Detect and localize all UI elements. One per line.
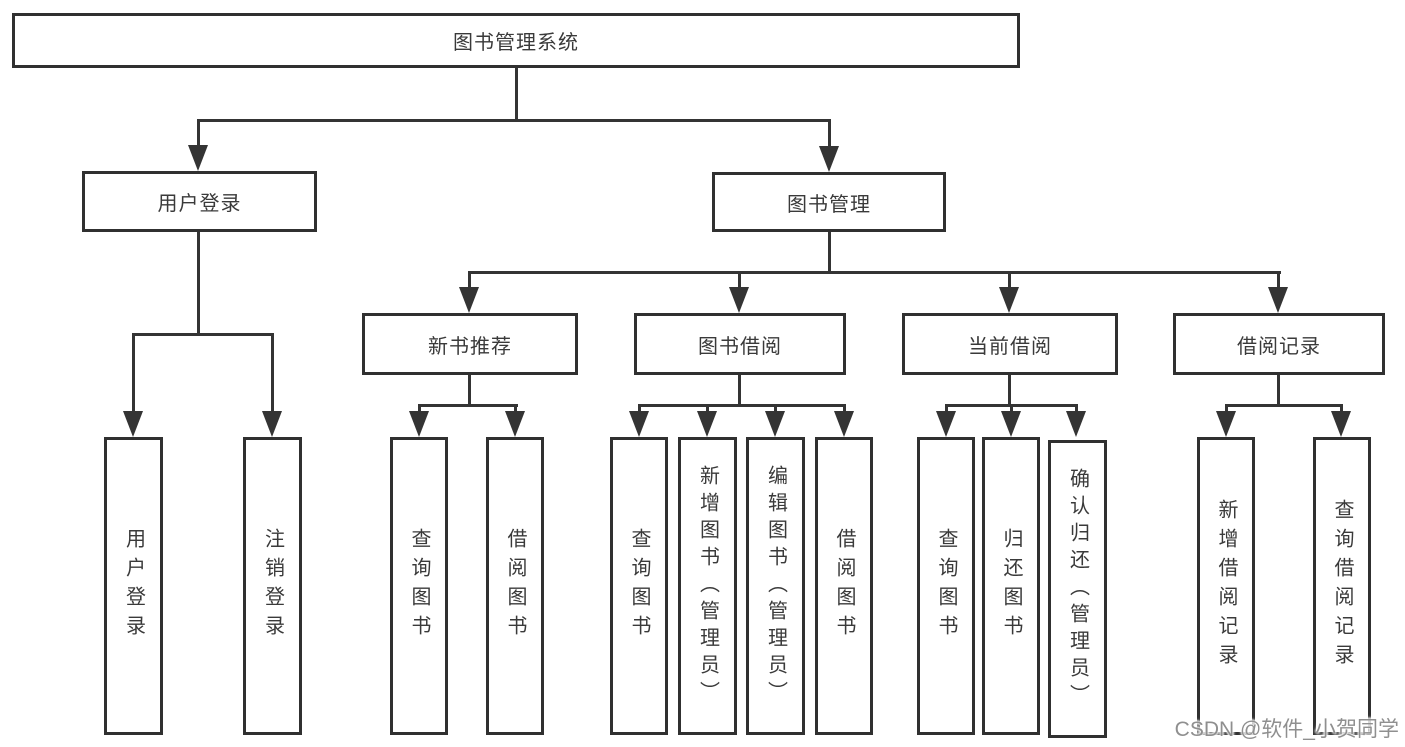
node-root-book-management-system: 图书管理系统 <box>12 13 1020 68</box>
leaf-query-books: 查询图书 <box>917 437 975 735</box>
leaf-add-borrow-record: 新增借阅记录 <box>1197 437 1255 735</box>
connector-root-stub <box>515 68 518 122</box>
connector-stub <box>1277 375 1280 407</box>
connector-drop <box>468 271 471 289</box>
connector-user-login-drop <box>197 119 200 147</box>
leaf-return-books: 归还图书 <box>982 437 1040 735</box>
arrow-down-icon <box>188 145 208 171</box>
arrow-down-icon <box>123 411 143 437</box>
connector-drop <box>271 333 274 412</box>
leaf-label: 查询借阅记录 <box>1331 499 1353 673</box>
connector-level2-bar <box>197 119 831 122</box>
arrow-down-icon <box>1268 287 1288 313</box>
node-new-book-recommend: 新书推荐 <box>362 313 578 375</box>
connector-drop <box>514 404 517 414</box>
connector-stub <box>1008 375 1011 407</box>
connector-book-mgmt-drop <box>828 119 831 147</box>
connector-stub <box>738 375 741 407</box>
arrow-down-icon <box>697 411 717 437</box>
leaf-query-books: 查询图书 <box>610 437 668 735</box>
connector-user-login-bar <box>132 333 274 336</box>
arrow-down-icon <box>1331 411 1351 437</box>
node-label: 图书管理系统 <box>453 32 579 54</box>
leaf-label: 借阅图书 <box>504 528 526 644</box>
node-user-login: 用户登录 <box>82 171 317 232</box>
leaf-label: 查询图书 <box>408 528 430 644</box>
node-book-management: 图书管理 <box>712 172 946 232</box>
connector-drop <box>1225 404 1228 414</box>
connector-drop <box>738 271 741 289</box>
leaf-label: 新增借阅记录 <box>1215 499 1237 673</box>
connector-drop <box>1277 271 1280 289</box>
connector-drop <box>132 333 135 412</box>
node-label: 当前借阅 <box>968 335 1052 358</box>
leaf-label: 确认归还（管理员） <box>1066 467 1089 711</box>
leaf-label: 新增图书（管理员） <box>696 464 719 708</box>
node-label: 用户登录 <box>157 193 242 215</box>
connector-drop <box>1075 404 1078 414</box>
node-book-borrow: 图书借阅 <box>634 313 846 375</box>
connector-drop <box>1340 404 1343 414</box>
leaf-borrow-books: 借阅图书 <box>486 437 544 735</box>
arrow-down-icon <box>505 411 525 437</box>
leaf-label: 查询图书 <box>628 528 650 644</box>
leaf-label: 借阅图书 <box>833 528 855 644</box>
connector-bar <box>418 404 518 407</box>
leaf-confirm-return-admin: 确认归还（管理员） <box>1048 440 1107 738</box>
connector-bar <box>1225 404 1342 407</box>
arrow-down-icon <box>729 287 749 313</box>
node-label: 借阅记录 <box>1237 335 1321 358</box>
csdn-watermark: CSDN @软件_小贺同学 <box>1174 718 1399 741</box>
arrow-down-icon <box>459 287 479 313</box>
arrow-down-icon <box>765 411 785 437</box>
arrow-down-icon <box>936 411 956 437</box>
node-label: 图书借阅 <box>698 335 782 358</box>
connector-drop <box>638 404 641 414</box>
node-current-borrow: 当前借阅 <box>902 313 1118 375</box>
connector-drop <box>418 404 421 414</box>
connector-drop <box>1010 404 1013 414</box>
leaf-label: 归还图书 <box>1000 528 1022 644</box>
connector-user-login-stub <box>197 232 200 336</box>
leaf-borrow-books: 借阅图书 <box>815 437 873 735</box>
arrow-down-icon <box>1216 411 1236 437</box>
connector-bar <box>638 404 846 407</box>
leaf-query-borrow-record: 查询借阅记录 <box>1313 437 1371 735</box>
node-borrow-records: 借阅记录 <box>1173 313 1385 375</box>
leaf-add-books-admin: 新增图书（管理员） <box>678 437 737 735</box>
arrow-down-icon <box>1066 411 1086 437</box>
arrow-down-icon <box>999 287 1019 313</box>
connector-drop <box>706 404 709 414</box>
leaf-label: 注销登录 <box>261 528 284 644</box>
leaf-edit-books-admin: 编辑图书（管理员） <box>746 437 805 735</box>
connector-drop <box>1008 271 1011 289</box>
connector-drop <box>774 404 777 414</box>
connector-drop <box>843 404 846 414</box>
connector-stub <box>468 375 471 407</box>
leaf-label: 查询图书 <box>935 528 957 644</box>
connector-level3-bar <box>468 271 1281 274</box>
node-label: 新书推荐 <box>428 335 512 358</box>
node-label: 图书管理 <box>787 193 871 216</box>
leaf-logout: 注销登录 <box>243 437 302 735</box>
connector-book-mgmt-stub <box>828 232 831 274</box>
arrow-down-icon <box>629 411 649 437</box>
arrow-down-icon <box>409 411 429 437</box>
leaf-label: 编辑图书（管理员） <box>764 464 787 708</box>
leaf-user-login: 用户登录 <box>104 437 163 735</box>
arrow-down-icon <box>819 146 839 172</box>
connector-drop <box>945 404 948 414</box>
leaf-label: 用户登录 <box>122 528 145 644</box>
arrow-down-icon <box>262 411 282 437</box>
leaf-query-books: 查询图书 <box>390 437 448 735</box>
arrow-down-icon <box>834 411 854 437</box>
arrow-down-icon <box>1001 411 1021 437</box>
